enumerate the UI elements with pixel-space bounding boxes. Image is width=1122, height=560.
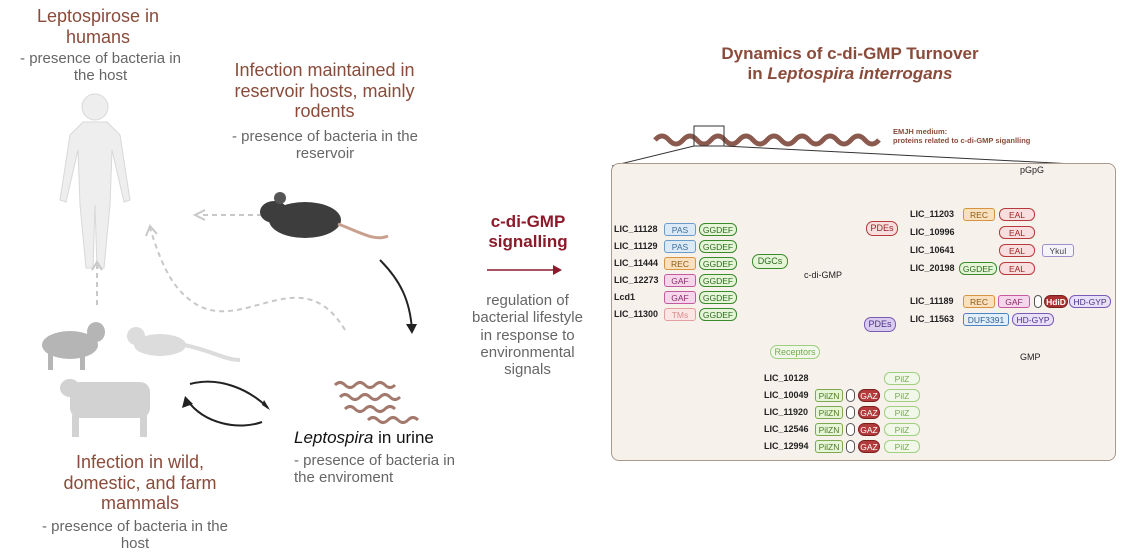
- leptospira-cluster-icon: [333, 381, 420, 424]
- regulation-text: regulation of bacterial lifestyle in res…: [472, 292, 583, 378]
- urine-subtitle: - presence of bacteria in the enviroment: [294, 452, 455, 487]
- signalling-title: c-di-GMP signalling: [488, 212, 568, 251]
- eal-row-id: LIC_20198: [910, 263, 955, 273]
- pdes-bottom-label: PDEs: [864, 317, 896, 332]
- gaz-domain: GAZ: [858, 440, 880, 453]
- cdigmp-label: c-di-GMP: [804, 270, 842, 280]
- pilz-domain: PilZ: [884, 406, 920, 419]
- linker-oval-icon: [846, 440, 855, 453]
- eal-row-id: LIC_11203: [910, 209, 955, 219]
- ggdef-domain: GGDEF: [699, 240, 737, 253]
- dgc-row-id: Lcd1: [614, 292, 636, 302]
- ykui-domain: YkuI: [1042, 244, 1074, 257]
- dgc-row-id: LIC_11128: [614, 224, 658, 234]
- leptospira-zoom-icon: [611, 125, 1113, 167]
- linker-oval-icon: [846, 389, 855, 402]
- hdgyp-row-id: LIC_11189: [910, 296, 954, 306]
- dotted-arrow-urine-to-human: [149, 227, 346, 331]
- pilzn-domain: PilZN: [815, 389, 843, 402]
- emjh-line2: proteins related to c-di-GMP siganlling: [893, 135, 1031, 145]
- pilzn-domain: PilZN: [815, 440, 843, 453]
- rec-domain: REC: [963, 295, 995, 308]
- arrow-animals-to-urine: [189, 380, 269, 409]
- human-silhouette-icon: [59, 93, 131, 269]
- eal-domain: EAL: [999, 226, 1035, 239]
- humans-subtitle: - presence of bacteria in the host: [20, 50, 181, 85]
- dgc-domain: PAS: [664, 240, 696, 253]
- mammals-title: Infection in wild, domestic, and farm ma…: [63, 452, 217, 514]
- dog-silhouette-icon: [42, 322, 105, 370]
- dgc-domain: GAF: [664, 291, 696, 304]
- pgpg-label: pGpG: [1020, 165, 1045, 175]
- receptors-label: Receptors: [770, 345, 820, 359]
- pdes-top-label: PDEs: [866, 221, 898, 236]
- ggdef-domain: GGDEF: [699, 308, 737, 321]
- dgc-row-id: LIC_11300: [614, 309, 659, 319]
- dgc-row-id: LIC_11129: [614, 241, 658, 251]
- eal-row-id: LIC_10641: [910, 245, 955, 255]
- eal-domain: EAL: [999, 244, 1035, 257]
- ggdef-domain: GGDEF: [699, 291, 737, 304]
- gaz-domain: GAZ: [858, 389, 880, 402]
- rec-domain: REC: [963, 208, 995, 221]
- ggdef-domain: GGDEF: [959, 262, 997, 275]
- hdgyp-domain: HD-GYP: [1012, 313, 1054, 326]
- receptor-row-id: LIC_12546: [764, 424, 809, 434]
- pilz-domain: PilZ: [884, 372, 920, 385]
- pilz-domain: PilZ: [884, 423, 920, 436]
- gaz-domain: GAZ: [858, 423, 880, 436]
- arrow-urine-to-animals: [186, 399, 263, 427]
- hdid-domain: HdiD: [1044, 295, 1068, 308]
- humans-title: Leptospirose in humans: [36, 6, 160, 47]
- dgc-domain: PAS: [664, 223, 696, 236]
- dgc-row-id: LIC_12273: [614, 275, 659, 285]
- dgc-domain: GAF: [664, 274, 696, 287]
- ggdef-domain: GGDEF: [699, 223, 737, 236]
- right-title-prefix: in: [747, 63, 768, 83]
- eal-domain: EAL: [999, 208, 1035, 221]
- pilz-domain: PilZ: [884, 440, 920, 453]
- rat-silhouette-icon: [260, 192, 389, 240]
- urine-title-rest: in urine: [373, 428, 434, 447]
- pilzn-domain: PilZN: [815, 406, 843, 419]
- reservoir-title: Infection maintained in reservoir hosts,…: [234, 60, 415, 122]
- urine-title-genus: Leptospira: [294, 428, 374, 447]
- urine-title: Leptospira in urine: [294, 428, 494, 448]
- reservoir-subtitle: - presence of bacteria in the reservoir: [232, 128, 418, 163]
- dgc-domain: REC: [664, 257, 696, 270]
- mammals-subtitle: - presence of bacteria in the host: [42, 518, 228, 553]
- right-title: Dynamics of c-di-GMP Turnover in Leptosp…: [690, 44, 1010, 83]
- receptor-row-id: LIC_11920: [764, 407, 809, 417]
- eal-domain: EAL: [999, 262, 1035, 275]
- linker-oval-icon: [1034, 295, 1042, 308]
- gaf-domain: GAF: [998, 295, 1030, 308]
- emjh-note: EMJH medium: proteins related to c-di-GM…: [893, 127, 1113, 145]
- pilz-domain: PilZ: [884, 389, 920, 402]
- cow-silhouette-icon: [60, 379, 150, 437]
- right-title-line2: in Leptospira interrogans: [690, 64, 1010, 84]
- duf-domain: DUF3391: [963, 313, 1009, 326]
- right-title-species: Leptospira interrogans: [767, 63, 953, 83]
- hdgyp-row-id: LIC_11563: [910, 314, 955, 324]
- receptor-row-id: LIC_12994: [764, 441, 809, 451]
- dgcs-label: DGCs: [752, 254, 788, 269]
- dgc-row-id: LIC_11444: [614, 258, 659, 268]
- receptor-row-id: LIC_10128: [764, 373, 809, 383]
- linker-oval-icon: [846, 423, 855, 436]
- ggdef-domain: GGDEF: [699, 274, 737, 287]
- gaz-domain: GAZ: [858, 406, 880, 419]
- emjh-line1: EMJH medium:: [893, 127, 948, 136]
- dgc-domain: TMs: [664, 308, 696, 321]
- pilzn-domain: PilZN: [815, 423, 843, 436]
- monkey-silhouette-icon: [127, 327, 241, 362]
- hdgyp-domain: HD-GYP: [1069, 295, 1111, 308]
- eal-row-id: LIC_10996: [910, 227, 955, 237]
- right-title-line1: Dynamics of c-di-GMP Turnover: [721, 44, 979, 63]
- linker-oval-icon: [846, 406, 855, 419]
- ggdef-domain: GGDEF: [699, 257, 737, 270]
- receptor-row-id: LIC_10049: [764, 390, 809, 400]
- arrow-rat-to-urine: [379, 259, 413, 331]
- gmp-label: GMP: [1020, 352, 1041, 362]
